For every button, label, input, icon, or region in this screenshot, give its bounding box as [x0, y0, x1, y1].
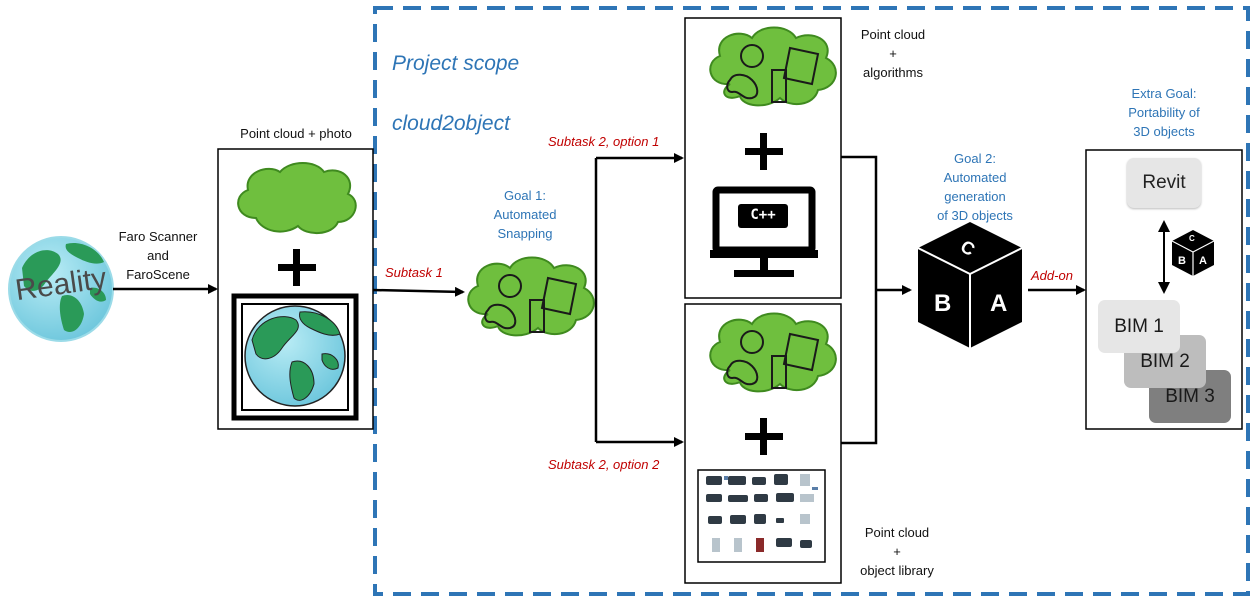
option1-cloud-icon — [709, 26, 837, 107]
scope-title-line1: Project scope — [392, 52, 520, 75]
object-library-image — [697, 469, 826, 563]
project-scope-frame — [373, 6, 1250, 596]
branch-connectors — [594, 153, 684, 447]
photo-globe-icon — [244, 305, 346, 407]
merge-connectors — [841, 155, 912, 445]
snapping-cloud-icon — [467, 256, 595, 337]
plus-icon — [745, 133, 783, 170]
abc-cube-icon — [917, 222, 1023, 348]
option1-caption: Point cloud + algorithms — [860, 27, 926, 80]
plus-icon — [278, 249, 316, 286]
project-scope-title: Project scope cloud2object — [392, 19, 592, 169]
revit-tile: Revit — [1127, 158, 1201, 208]
option2-cloud-icon — [709, 312, 837, 393]
small-cube-letter-b: B — [1178, 255, 1186, 267]
addon-label: Add-on — [1031, 268, 1073, 283]
plain-cloud-icon — [237, 162, 357, 234]
reality-globe-icon — [8, 236, 114, 342]
goal1-label: Goal 1: Automated Snapping — [493, 188, 557, 241]
point-cloud-photo-label: Point cloud + photo — [240, 126, 352, 141]
option2-caption: Point cloud + object library — [860, 525, 934, 578]
small-cube-letter-a: A — [1199, 255, 1207, 267]
scope-title-line2: cloud2object — [392, 112, 510, 135]
small-abc-cube-icon — [1171, 230, 1215, 276]
subtask1-label: Subtask 1 — [385, 265, 443, 280]
bim1-tile: BIM 1 — [1098, 300, 1180, 353]
extra-goal-label: Extra Goal: Portability of 3D objects — [1128, 86, 1200, 139]
cpp-code-label: C++ — [750, 207, 776, 223]
scanner-label: Faro Scanner and FaroScene — [118, 229, 198, 282]
arrow-subtask1 — [372, 286, 465, 297]
goal2-label: Goal 2: Automated generation of 3D objec… — [937, 151, 1013, 223]
cube-letter-a: A — [990, 290, 1008, 317]
photo-frame — [231, 293, 359, 421]
small-cube-letter-c: C — [1189, 234, 1195, 243]
cube-letter-b: B — [934, 290, 952, 317]
double-arrow-icon — [1158, 220, 1170, 294]
option2-label: Subtask 2, option 2 — [548, 457, 660, 472]
option1-label: Subtask 2, option 1 — [548, 134, 660, 149]
plus-icon — [745, 418, 783, 455]
monitor-icon — [710, 186, 818, 277]
